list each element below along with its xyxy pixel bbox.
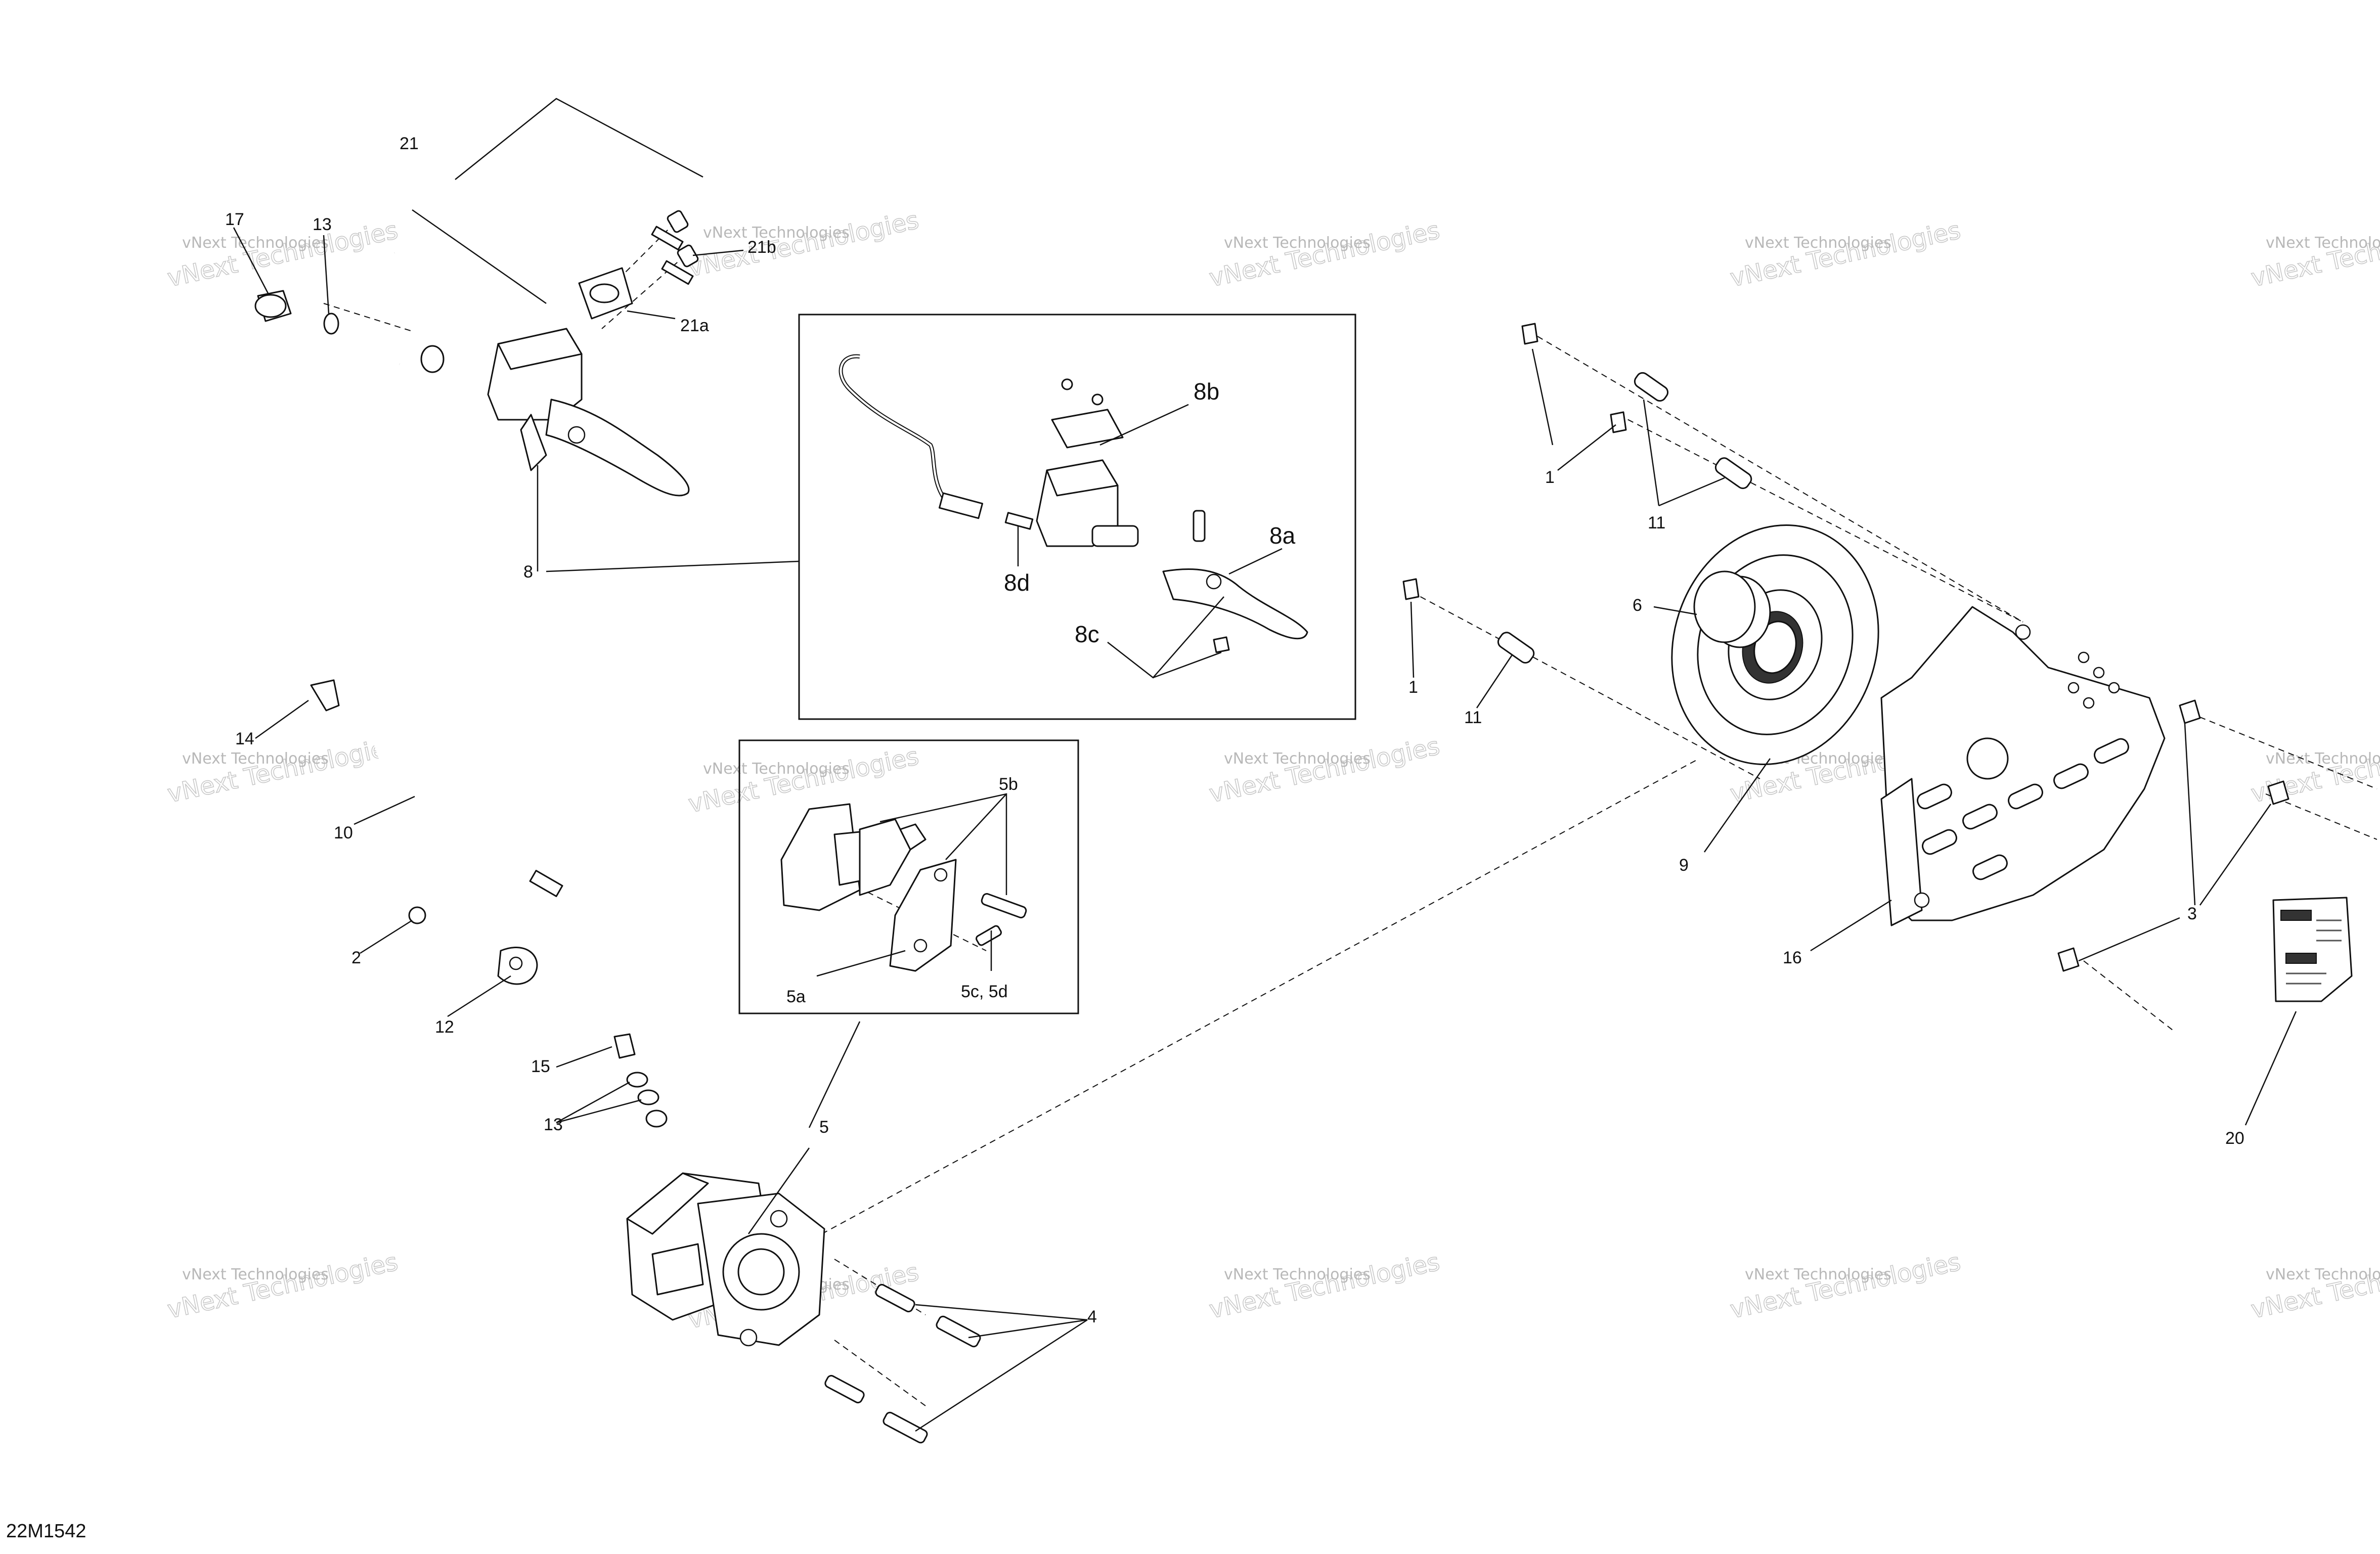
brake-hose xyxy=(278,345,670,1128)
watermark-text-large: vNext Technologies xyxy=(1207,732,1442,808)
watermark: vNext Technologies vNext Technologies xyxy=(2248,216,2380,293)
callout-13-top: 13 xyxy=(313,215,332,234)
watermark-text-small: vNext Technologies xyxy=(703,760,850,778)
banjo-bolt-parts xyxy=(254,290,339,335)
hose-clips xyxy=(310,679,538,985)
master-cylinder-detail xyxy=(839,354,1308,653)
watermark-text-large: vNext Technologies xyxy=(2249,1248,2380,1324)
watermark-text-small: vNext Technologies xyxy=(1224,1266,1371,1283)
callout-5c-5d: 5c, 5d xyxy=(961,982,1008,1001)
mounting-bolts xyxy=(651,210,699,285)
watermark: vNext Technologies vNext Technologies xyxy=(1727,216,1963,293)
o-ring xyxy=(1693,570,1756,643)
drawing-code: 22M1542 xyxy=(6,1521,86,1542)
alignment-lines xyxy=(323,222,2377,1406)
watermark-text-small: vNext Technologies xyxy=(1224,750,1371,768)
watermark: vNext Technologies vNext Technologies xyxy=(164,1248,401,1325)
callout-3: 3 xyxy=(2187,904,2197,923)
watermark-text-small: vNext Technologies xyxy=(182,1266,329,1283)
callout-6: 6 xyxy=(1633,596,1642,615)
callout-10: 10 xyxy=(334,823,353,842)
callout-21a: 21a xyxy=(680,316,709,335)
callout-8d: 8d xyxy=(1004,569,1030,596)
watermark: vNext Technologies vNext Technologies xyxy=(685,742,921,819)
brake-pads-detail xyxy=(780,803,1027,972)
watermark: vNext Technologies vNext Technologies xyxy=(685,206,921,283)
callout-17: 17 xyxy=(225,210,244,229)
callout-2: 2 xyxy=(351,948,361,967)
detail-box-brake-pads xyxy=(738,739,1079,1014)
callout-8a: 8a xyxy=(1269,522,1296,549)
watermark-text-large: vNext Technologies xyxy=(2249,732,2380,808)
watermark-text-large: vNext Technologies xyxy=(165,732,400,808)
callout-1-mid: 1 xyxy=(1408,678,1418,697)
disc-guard xyxy=(1880,606,2166,926)
warning-label xyxy=(2272,897,2353,1002)
watermark: vNext Technologies vNext Technologies xyxy=(2248,732,2380,809)
watermark-text-small: vNext Technologies xyxy=(703,224,850,242)
callout-5a: 5a xyxy=(786,987,806,1006)
callout-8b: 8b xyxy=(1194,378,1219,405)
watermark: vNext Technologies vNext Technologies xyxy=(1206,216,1442,293)
watermark-text-large: vNext Technologies xyxy=(1207,216,1442,292)
callout-4: 4 xyxy=(1087,1307,1097,1326)
pins xyxy=(1402,323,1752,664)
watermark-text-small: vNext Technologies xyxy=(1745,1266,1891,1283)
callout-20: 20 xyxy=(2225,1129,2244,1148)
watermark-text-large: vNext Technologies xyxy=(686,206,921,282)
callout-11-top: 11 xyxy=(1648,513,1665,532)
watermark-text-large: vNext Technologies xyxy=(686,742,921,818)
callout-5: 5 xyxy=(819,1118,829,1137)
watermark: vNext Technologies vNext Technologies xyxy=(1727,1248,1963,1325)
callout-13-bottom: 13 xyxy=(544,1115,563,1134)
callout-5b: 5b xyxy=(999,775,1018,794)
callout-12: 12 xyxy=(435,1017,454,1037)
watermark-text-large: vNext Technologies xyxy=(1728,1248,1963,1324)
watermark-text-small: vNext Technologies xyxy=(1745,234,1891,252)
watermark: vNext Technologies vNext Technologies xyxy=(1206,732,1442,809)
watermark-text-large: vNext Technologies xyxy=(2249,216,2380,292)
watermark: vNext Technologies vNext Technologies xyxy=(1206,1248,1442,1325)
watermark-text-small: vNext Technologies xyxy=(2266,234,2380,252)
callout-8c: 8c xyxy=(1075,621,1099,647)
callout-9: 9 xyxy=(1679,856,1689,875)
watermark-text-large: vNext Technologies xyxy=(1728,216,1963,292)
bleeder-parts xyxy=(613,1033,659,1105)
detail-box-master-cylinder xyxy=(798,314,1356,720)
watermark-text-large: vNext Technologies xyxy=(165,1248,400,1324)
watermark-text-small: vNext Technologies xyxy=(2266,1266,2380,1283)
callout-8: 8 xyxy=(523,562,533,582)
callout-1-top: 1 xyxy=(1545,468,1555,487)
callout-labels: 21 21a 21b 17 13 8 8b 8a 8d 8c 14 10 2 1… xyxy=(225,134,2244,1326)
callout-16: 16 xyxy=(1783,948,1802,967)
caliper-bolts xyxy=(824,1283,981,1444)
watermark-text-small: vNext Technologies xyxy=(182,234,329,252)
callout-14: 14 xyxy=(235,729,254,748)
callout-21: 21 xyxy=(400,134,419,153)
brake-caliper xyxy=(626,1172,825,1347)
guard-bolts xyxy=(2057,699,2289,972)
master-cylinder-assembly xyxy=(387,252,690,497)
watermark-text-large: vNext Technologies xyxy=(165,216,400,292)
callout-11-mid: 11 xyxy=(1464,708,1482,727)
watermark-text-large: vNext Technologies xyxy=(1207,1248,1442,1324)
watermark: vNext Technologies vNext Technologies xyxy=(164,216,401,293)
leader-lines xyxy=(233,98,2297,1432)
watermark-text-small: vNext Technologies xyxy=(1224,234,1371,252)
watermark-text-small: vNext Technologies xyxy=(182,750,329,768)
brake-disc xyxy=(1671,524,1879,765)
callout-21b: 21b xyxy=(747,238,776,257)
watermark: vNext Technologies vNext Technologies xyxy=(164,732,401,809)
watermark-text-small: vNext Technologies xyxy=(2266,750,2380,768)
callout-15: 15 xyxy=(531,1057,550,1076)
watermark: vNext Technologies vNext Technologies xyxy=(2248,1248,2380,1325)
